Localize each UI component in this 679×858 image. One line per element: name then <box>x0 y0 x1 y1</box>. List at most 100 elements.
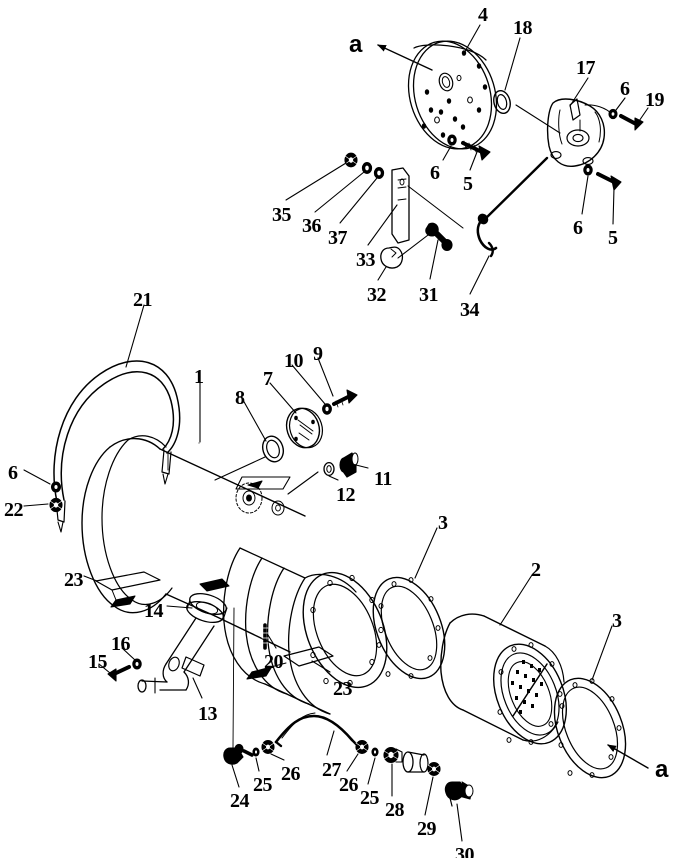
part-16-washer <box>132 658 142 670</box>
part-1-tank-ribs <box>222 547 388 715</box>
callout-6-lower-right: 6 <box>573 217 583 239</box>
callout-31: 31 <box>419 284 439 306</box>
part-9-bolt <box>332 389 358 408</box>
part-6-washer-strap <box>50 481 62 493</box>
callout-9: 9 <box>313 343 323 365</box>
callout-5-right: 5 <box>608 227 618 249</box>
part-36-washer <box>361 162 373 174</box>
part-5-bolt-right <box>596 172 622 191</box>
section-arrow-top <box>377 44 433 71</box>
callout-29: 29 <box>417 818 437 840</box>
part-12-washer <box>323 461 335 477</box>
callout-3-right: 3 <box>612 610 622 632</box>
part-33-strip <box>391 167 410 244</box>
callout-12: 12 <box>336 484 356 506</box>
section-mark-a-top: a <box>349 31 362 58</box>
callout-35: 35 <box>272 204 292 226</box>
part-3-gasket-right <box>553 677 627 779</box>
section-arrow-bottom <box>607 744 649 769</box>
callout-23-right: 23 <box>333 678 353 700</box>
callout-11: 11 <box>374 468 392 490</box>
callout-37: 37 <box>328 227 348 249</box>
callout-17: 17 <box>576 57 596 79</box>
callout-33: 33 <box>356 249 376 271</box>
part-26-nut-left <box>261 740 275 754</box>
callout-15: 15 <box>88 651 108 673</box>
part-13-elbow-pipe <box>137 617 215 694</box>
tank-port-detail <box>235 476 291 516</box>
callout-1: 1 <box>194 366 204 388</box>
part-29-nut <box>427 762 441 776</box>
callout-23-left: 23 <box>64 569 84 591</box>
callout-26-right: 26 <box>339 774 359 796</box>
callout-10: 10 <box>284 350 304 372</box>
part-10-washer <box>322 403 332 415</box>
leader-lines-bottom <box>232 607 235 749</box>
callout-2: 2 <box>531 559 541 581</box>
part-22-nut <box>49 497 63 513</box>
callout-6-lower-left: 6 <box>430 162 440 184</box>
callout-32: 32 <box>367 284 387 306</box>
part-25-washer-left <box>252 747 260 757</box>
callout-19: 19 <box>645 89 665 111</box>
callout-28: 28 <box>385 799 405 821</box>
part-24-elbow-fitting <box>223 743 254 765</box>
callout-30: 30 <box>455 844 475 858</box>
inline-filter-body <box>402 751 429 773</box>
part-23-shim-tank-top <box>199 578 230 592</box>
section-mark-a-bottom: a <box>655 756 668 783</box>
part-31-rod-fitting <box>425 222 453 252</box>
part-7-cover-cap <box>285 407 324 449</box>
callout-24: 24 <box>230 790 250 812</box>
callout-8: 8 <box>235 387 245 409</box>
part-8-o-ring <box>261 435 285 463</box>
part-1-tank-body <box>81 435 306 653</box>
part-21-strap-band <box>53 360 181 533</box>
part-19-bolt <box>619 114 644 131</box>
part-20-stud <box>261 623 269 650</box>
callout-22: 22 <box>4 499 24 521</box>
part-2-muffler-cylinder <box>440 613 567 745</box>
callout-5-left: 5 <box>463 173 473 195</box>
callout-16: 16 <box>111 633 131 655</box>
callout-6-strap: 6 <box>8 462 18 484</box>
callout-7: 7 <box>263 368 273 390</box>
callout-20: 20 <box>264 651 284 673</box>
part-37-washer <box>373 167 385 179</box>
part-18-o-ring <box>493 89 511 115</box>
part-25-washer-right <box>371 747 379 757</box>
callout-3-left: 3 <box>438 512 448 534</box>
part-26-nut-right <box>355 740 369 754</box>
callout-36: 36 <box>302 215 322 237</box>
part-6-washer-lower-left <box>447 134 457 146</box>
part-15-bolt <box>107 665 131 682</box>
part-17-bracket <box>546 98 613 167</box>
callout-34: 34 <box>460 299 480 321</box>
part-34-control-rod <box>476 156 549 258</box>
callout-21: 21 <box>133 289 153 311</box>
part-32-clip <box>380 246 404 269</box>
part-23-shim-left <box>95 571 161 608</box>
part-35-nut <box>344 152 358 168</box>
callout-13: 13 <box>198 703 218 725</box>
part-14-flange-collar <box>186 592 228 624</box>
callout-14: 14 <box>144 600 164 622</box>
part-6-washer-lower-right <box>583 164 593 176</box>
part-3-gasket-left <box>372 576 446 680</box>
callout-26-left: 26 <box>281 763 301 785</box>
part-6-washer-upper-right <box>608 108 618 120</box>
part-27-tube <box>274 712 358 748</box>
callout-27: 27 <box>322 759 342 781</box>
callout-18: 18 <box>513 17 533 39</box>
callout-25-right: 25 <box>360 787 380 809</box>
part-30-tee-fitting <box>444 781 474 807</box>
part-23-shim-right <box>246 646 334 680</box>
callout-6-upper-right: 6 <box>620 78 630 100</box>
leader-lines-main <box>23 304 613 842</box>
callout-25-left: 25 <box>253 774 273 796</box>
leader-lines-top <box>285 24 649 295</box>
part-28-coupling <box>383 746 403 764</box>
part-5-bolt-left <box>461 140 491 161</box>
